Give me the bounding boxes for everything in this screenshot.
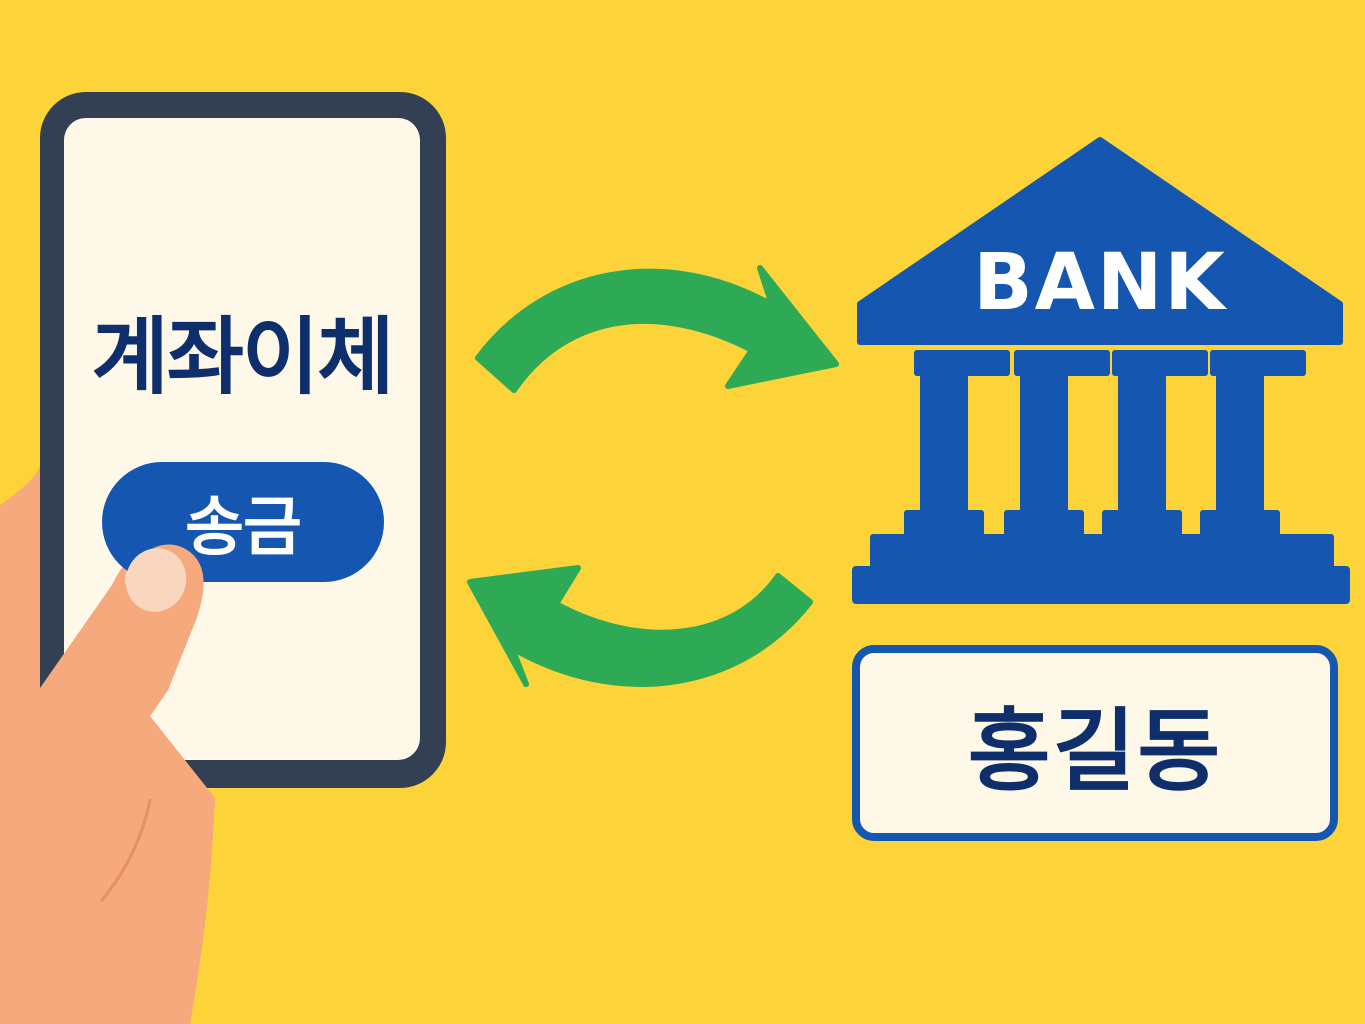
arrow-to-bank-icon [475,265,839,393]
column-base [904,510,984,536]
send-button-label: 송금 [185,491,302,565]
column [1020,372,1068,518]
account-holder-box: 홍길동 [852,645,1338,841]
column-base [1102,510,1182,536]
phone-title: 계좌이체 [91,308,394,406]
bank-step-lower [852,566,1350,604]
column-capital [1112,350,1208,376]
column-capital [914,350,1010,376]
bank-roof [857,137,1343,345]
bank-building-icon [852,137,1350,604]
arrow-to-phone-icon [467,565,813,687]
account-holder-name: 홍길동 [967,699,1223,804]
bank-label: BANK [973,238,1227,328]
transfer-arrows-icon [467,265,839,687]
column [1216,372,1264,518]
column-base [1004,510,1084,536]
column-capital [1014,350,1110,376]
bank-step-upper [870,534,1334,570]
hand-crease [100,798,152,902]
column [920,372,968,518]
column [1118,372,1166,518]
column-capital [1210,350,1306,376]
send-button[interactable]: 송금 [102,462,384,582]
column-base [1200,510,1280,536]
